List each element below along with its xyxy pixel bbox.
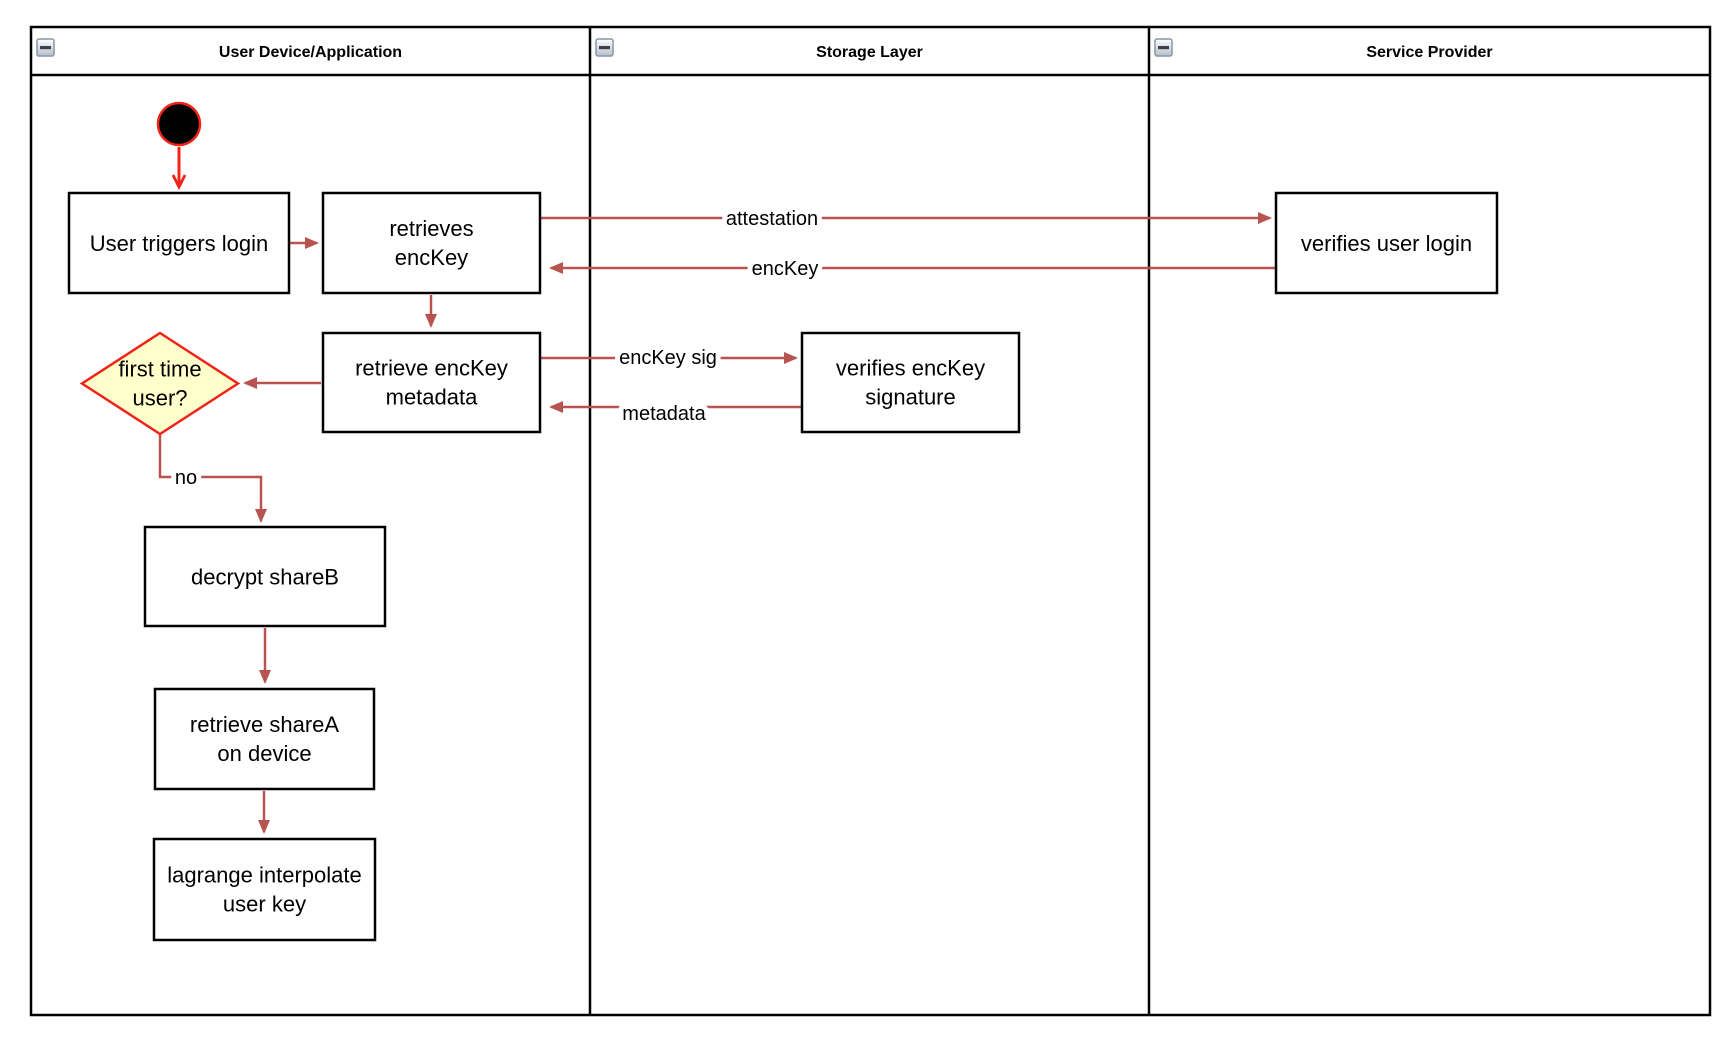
- node-retrieve-sharea-on-device[interactable]: [153, 687, 376, 791]
- edge-decision-no[interactable]: [158, 434, 267, 523]
- collapse-minus-icon[interactable]: [36, 38, 55, 57]
- edge-label-attestation: attestation: [726, 208, 818, 230]
- node-verifies-user-login[interactable]: [1274, 191, 1499, 295]
- edge-label-enckey-return: encKey: [752, 258, 819, 280]
- lane-title-storage-layer[interactable]: Storage Layer: [816, 44, 923, 61]
- node-lagrange-interpolate-user-key[interactable]: [152, 837, 377, 942]
- collapse-minus-icon[interactable]: [595, 38, 614, 57]
- lane-title-user-device[interactable]: User Device/Application: [219, 44, 402, 61]
- node-verifies-enckey-signature[interactable]: [800, 331, 1021, 434]
- node-retrieve-enckey-metadata[interactable]: [321, 331, 542, 434]
- node-decrypt-shareb[interactable]: [143, 525, 387, 628]
- start-node[interactable]: [156, 101, 202, 147]
- node-first-time-user[interactable]: [79, 331, 241, 436]
- node-user-triggers-login[interactable]: [67, 191, 291, 295]
- edge-label-enckey-sig: encKey sig: [619, 347, 717, 369]
- edge-label-metadata-return: metadata: [622, 403, 706, 425]
- node-retrieves-enckey[interactable]: [321, 191, 542, 295]
- edge-label-decision-no: no: [175, 467, 197, 489]
- lane-title-service-provider[interactable]: Service Provider: [1366, 44, 1492, 61]
- pool-border: [29, 25, 1712, 1017]
- node-label-user-triggers-login: User triggers login: [90, 231, 269, 256]
- node-label-decrypt-shareb: decrypt shareB: [191, 565, 339, 590]
- node-label-verifies-user-login: verifies user login: [1301, 231, 1472, 256]
- collapse-minus-icon[interactable]: [1154, 38, 1173, 57]
